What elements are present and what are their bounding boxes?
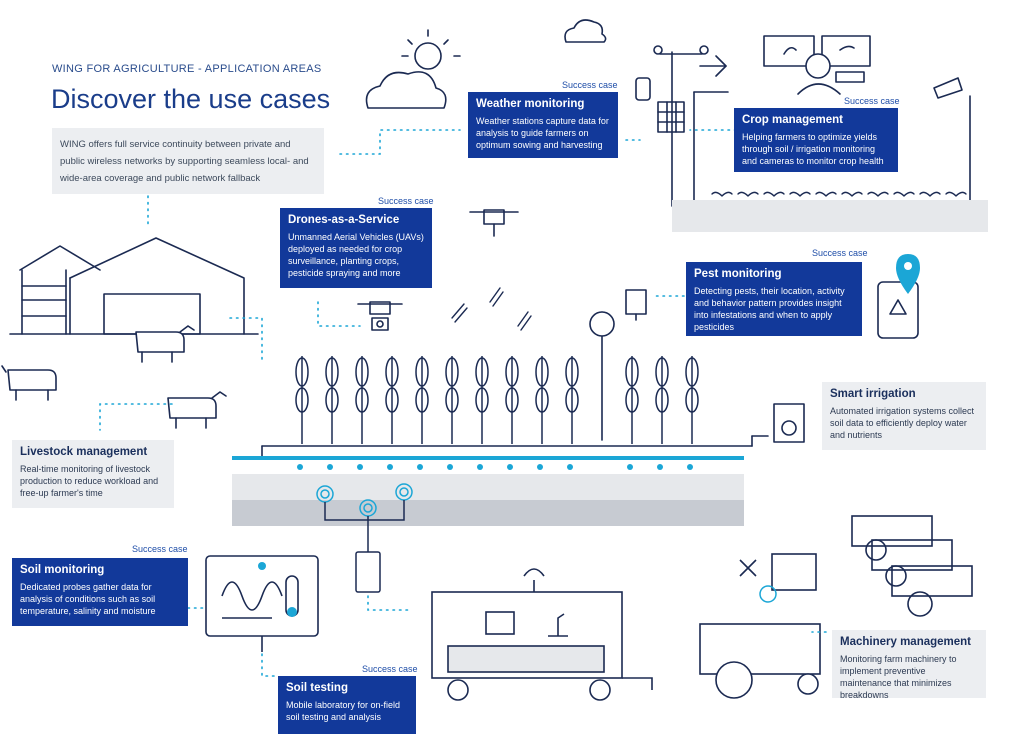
- seedlings: [711, 191, 967, 197]
- wheat-row: [295, 356, 699, 444]
- card-title: Livestock management: [20, 446, 148, 458]
- success-case-label: Success case: [132, 544, 188, 554]
- mobile-lab-truck-icon: [431, 568, 653, 701]
- card-title: Machinery management: [840, 636, 972, 648]
- pest-icons: [451, 287, 532, 331]
- card-description: Unmanned Aerial Vehicles (UAVs) deployed…: [288, 232, 424, 278]
- card-title: Weather monitoring: [476, 98, 585, 110]
- success-case-label: Success case: [562, 80, 618, 90]
- success-case-label: Success case: [362, 664, 418, 674]
- soil-monitor-screen: [205, 555, 319, 652]
- cow-icon: [167, 391, 227, 429]
- card-description: Detecting pests, their location, activit…: [694, 286, 845, 332]
- card-title: Drones-as-a-Service: [288, 214, 400, 226]
- card-description: Automated irrigation systems collect soi…: [830, 406, 975, 440]
- location-phone-icon: [877, 281, 919, 339]
- location-pin-icon: [896, 254, 920, 294]
- card-description: Dedicated probes gather data for analysi…: [20, 582, 156, 616]
- section-eyebrow: WING FOR AGRICULTURE - APPLICATION AREAS: [52, 63, 322, 75]
- barn-icon: [9, 237, 259, 335]
- success-case-label: Success case: [812, 248, 868, 258]
- card-livestock-management[interactable]: Livestock management Real-time monitorin…: [12, 440, 174, 508]
- page-title: Discover the use cases: [51, 84, 331, 114]
- card-soil-monitoring[interactable]: Soil monitoring Dedicated probes gather …: [12, 558, 188, 626]
- sun-icon: [401, 29, 461, 70]
- card-title: Crop management: [742, 114, 843, 126]
- weather-station-icon: [635, 45, 727, 207]
- water-drops: [297, 464, 693, 470]
- crop-monitoring-station-icon: [693, 35, 971, 201]
- card-smart-irrigation[interactable]: Smart irrigation Automated irrigation sy…: [822, 382, 986, 450]
- pest-trap-icon: [589, 289, 647, 441]
- card-description: Mobile laboratory for on-field soil test…: [286, 700, 401, 722]
- card-soil-testing[interactable]: Soil testing Mobile laboratory for on-fi…: [278, 676, 416, 734]
- card-description: Helping farmers to optimize yields throu…: [742, 132, 884, 166]
- card-weather-monitoring[interactable]: Weather monitoring Weather stations capt…: [468, 92, 618, 158]
- connectors: [99, 129, 827, 677]
- card-title: Pest monitoring: [694, 268, 782, 280]
- cow-icon: [135, 325, 195, 363]
- card-drones-as-a-service[interactable]: Drones-as-a-Service Unmanned Aerial Vehi…: [280, 208, 432, 288]
- card-description: Real-time monitoring of livestock produc…: [20, 464, 159, 498]
- drone-icon: [469, 209, 519, 237]
- cloud-icon: [564, 19, 607, 43]
- harvester-icons: [699, 515, 973, 699]
- cloud-icon: [365, 71, 447, 109]
- drone-icon: [357, 301, 403, 331]
- card-machinery-management[interactable]: Machinery management Monitoring farm mac…: [832, 630, 986, 700]
- irrigation-pipe: [261, 403, 805, 457]
- card-description: Weather stations capture data for analys…: [476, 116, 609, 150]
- cow-icon: [1, 365, 57, 401]
- intro-text: WING offers full service continuity betw…: [52, 128, 324, 194]
- card-pest-monitoring[interactable]: Pest monitoring Detecting pests, their l…: [686, 262, 862, 336]
- card-description: Monitoring farm machinery to implement p…: [840, 654, 957, 700]
- success-case-label: Success case: [844, 96, 900, 106]
- card-title: Soil monitoring: [20, 564, 105, 576]
- card-crop-management[interactable]: Crop management Helping farmers to optim…: [734, 108, 898, 172]
- success-case-label: Success case: [378, 196, 434, 206]
- card-title: Smart irrigation: [830, 388, 916, 400]
- card-title: Soil testing: [286, 682, 348, 694]
- soil-probe-wiring: [324, 500, 405, 593]
